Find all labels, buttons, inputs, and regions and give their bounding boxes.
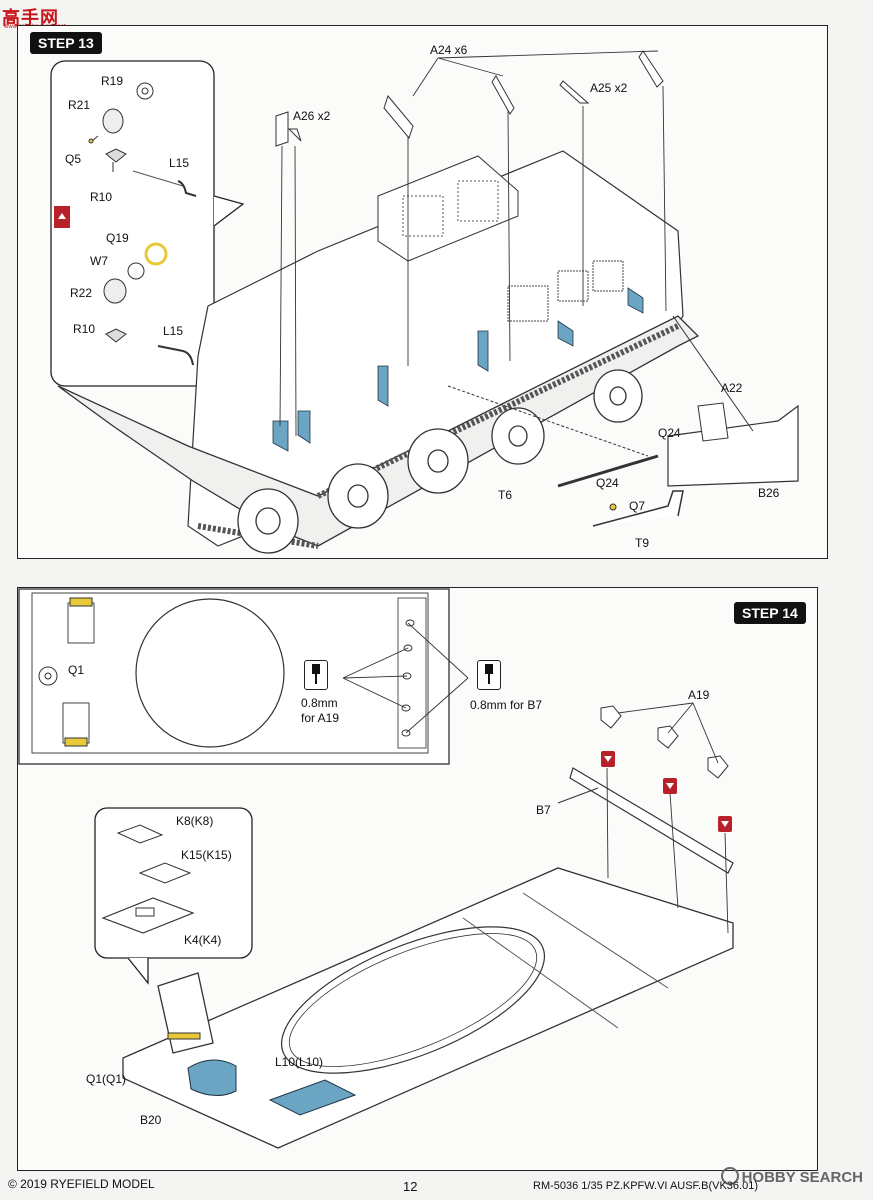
- label-a19: A19: [688, 688, 710, 702]
- label-drill-b7: 0.8mm for B7: [470, 698, 543, 712]
- brand-name: 高手网: [2, 8, 59, 28]
- step-14-title: STEP 14: [734, 602, 806, 624]
- label-k4: K4(K4): [184, 933, 222, 947]
- label-drill-a19: 0.8mm for A19: [301, 696, 339, 726]
- footer-product: RM-5036 1/35 PZ.KPFW.VI AUSF.B(VK36.01): [533, 1180, 758, 1192]
- label-l15-top: L15: [169, 156, 190, 170]
- down-arrow-icon: [718, 816, 732, 832]
- label-b7: B7: [536, 803, 551, 817]
- down-arrow-icon: [601, 751, 615, 767]
- label-q5: Q5: [65, 152, 82, 166]
- label-t6: T6: [498, 488, 513, 502]
- label-q7: Q7: [629, 499, 646, 513]
- drill-bit-icon-b7: [477, 660, 501, 690]
- label-r10-bottom: R10: [73, 322, 96, 336]
- label-w7: W7: [90, 254, 108, 268]
- label-q24-top: Q24: [658, 426, 681, 440]
- step-13-panel: STEP 13: [17, 25, 828, 559]
- footer-page-number: 12: [403, 1179, 418, 1194]
- step-14-illustration: [18, 588, 734, 1149]
- label-q19: Q19: [106, 231, 129, 245]
- watermark: HOBBY SEARCH: [720, 1167, 863, 1186]
- label-k8: K8(K8): [176, 814, 214, 828]
- label-r22: R22: [70, 286, 93, 300]
- label-a25: A25 x2: [590, 81, 628, 95]
- drill-bit-icon-a19: [304, 660, 328, 690]
- label-q1q1: Q1(Q1): [86, 1072, 127, 1086]
- label-l10: L10(L10): [275, 1055, 324, 1069]
- label-a22: A22: [721, 381, 743, 395]
- label-a26: A26 x2: [293, 109, 331, 123]
- step-13-title: STEP 13: [30, 32, 102, 54]
- label-r10-top: R10: [90, 190, 113, 204]
- label-b20: B20: [140, 1113, 162, 1127]
- label-l15-bottom: L15: [163, 324, 184, 338]
- label-k15: K15(K15): [181, 848, 232, 862]
- step-14-panel: STEP 14: [17, 587, 818, 1171]
- label-q1: Q1: [68, 663, 85, 677]
- label-r21: R21: [68, 98, 91, 112]
- label-q24-bottom: Q24: [596, 476, 619, 490]
- step-13-illustration: [50, 50, 799, 554]
- label-b26: B26: [758, 486, 780, 500]
- watermark-icon: [720, 1167, 739, 1185]
- footer-copyright: © 2019 RYEFIELD MODEL: [8, 1177, 155, 1191]
- label-r19: R19: [101, 74, 124, 88]
- down-arrow-icon: [663, 778, 677, 794]
- watermark-text: HOBBY SEARCH: [741, 1169, 863, 1186]
- label-t9: T9: [635, 536, 650, 550]
- label-a24: A24 x6: [430, 43, 468, 57]
- label-drill-a19-target: for A19: [301, 711, 340, 725]
- label-drill-a19-size: 0.8mm: [301, 696, 338, 710]
